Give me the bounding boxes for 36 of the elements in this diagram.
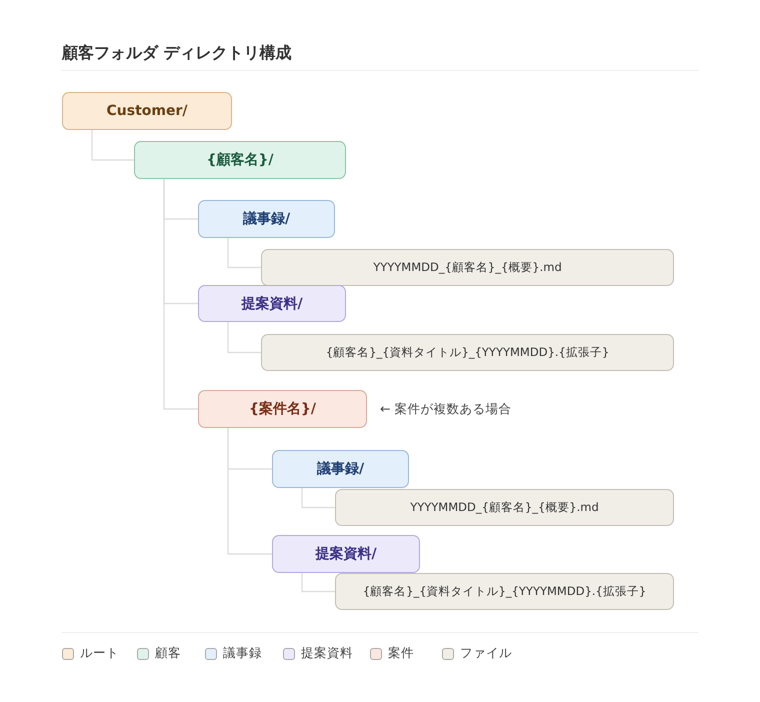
note-text: ← 案件が複数ある場合 [380, 401, 512, 418]
legend-label: 案件 [388, 645, 414, 662]
file-name: {顧客名}_{資料タイトル}_{YYYYMMDD}.{拡張子} [362, 584, 646, 599]
folder-name: 議事録/ [242, 210, 290, 228]
root-folder-box [62, 92, 232, 130]
folder-name: {顧客名}/ [206, 151, 274, 169]
legend-label: ファイル [460, 645, 512, 662]
folder-box [198, 200, 335, 238]
legend-label: 提案資料 [301, 645, 353, 662]
legend-label: 議事録 [223, 645, 262, 662]
folder-box [272, 450, 409, 488]
folder-name: 提案資料/ [315, 545, 377, 563]
tree-connector [227, 238, 261, 268]
tree-connector [227, 322, 261, 354]
file-name: YYYYMMDD_{顧客名}_{概要}.md [373, 260, 562, 275]
diagram-title: 顧客フォルダ ディレクトリ構成 [62, 43, 292, 64]
tree-connector [91, 130, 134, 161]
tree-connector [301, 573, 335, 592]
file-box [261, 334, 674, 371]
legend-label: 顧客 [155, 645, 181, 662]
folder-box [272, 535, 420, 573]
folder-name: Customer/ [106, 103, 188, 119]
folder-box [134, 141, 346, 179]
file-box [335, 489, 674, 526]
file-box [261, 249, 674, 286]
folder-box [198, 285, 346, 322]
folder-name: 議事録/ [316, 460, 364, 478]
file-box [335, 573, 674, 610]
tree-connector [227, 428, 272, 555]
folder-name: 提案資料/ [241, 294, 303, 312]
folder-name: {案件名}/ [248, 400, 316, 418]
legend-label: ルート [80, 645, 119, 662]
tree-connector [301, 488, 335, 508]
folder-box [198, 390, 367, 428]
file-name: {顧客名}_{資料タイトル}_{YYYYMMDD}.{拡張子} [326, 345, 610, 360]
file-name: YYYYMMDD_{顧客名}_{概要}.md [410, 500, 599, 515]
